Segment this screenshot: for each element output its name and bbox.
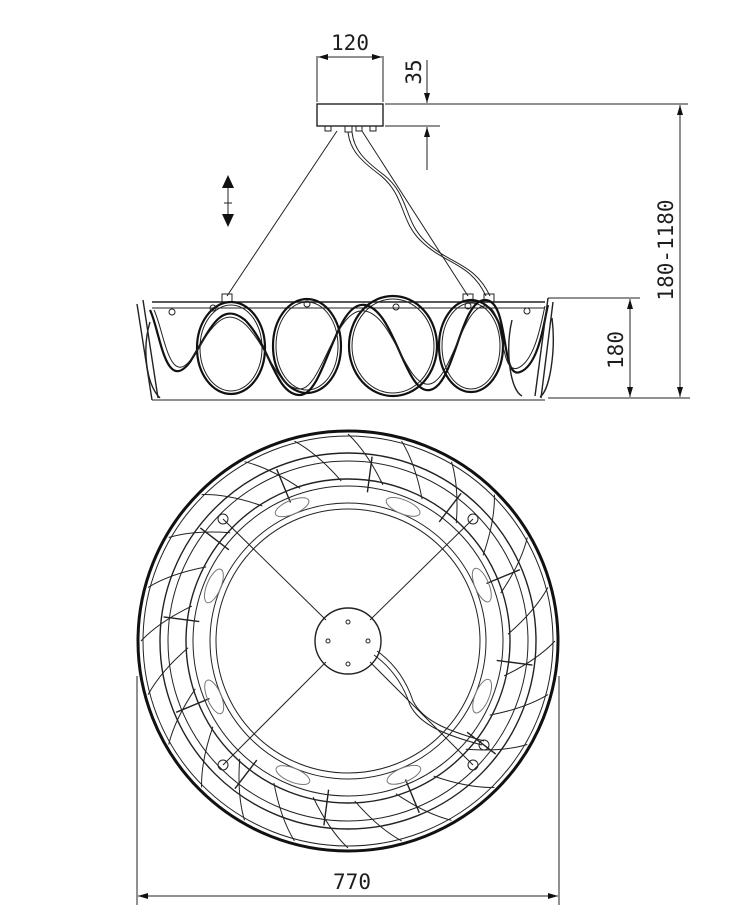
ring-blades (140, 433, 556, 849)
ring-blade (500, 537, 528, 594)
ring-blade (201, 726, 214, 788)
canopy-top (314, 607, 382, 675)
ring-blade (312, 796, 349, 849)
suspension-spokes (217, 513, 490, 771)
top-plan-view: 770 (136, 429, 560, 905)
ring-blade (395, 793, 452, 821)
side-elevation-view: 120 35 (136, 31, 690, 401)
dim-label-total-height: 180-1180 (654, 199, 678, 300)
side-rings (168, 294, 531, 398)
dim-label-body-height: 180 (604, 331, 628, 369)
ring-bracket (438, 492, 462, 523)
ring-bracket (175, 697, 210, 713)
ring-blade (168, 688, 196, 745)
ring-blade (503, 640, 556, 677)
ring-blade (244, 461, 301, 489)
dimension-canopy-width: 120 (316, 31, 384, 102)
ring-plate (275, 765, 311, 786)
ring-bracket (234, 759, 258, 790)
ring-blade (294, 440, 342, 482)
ring-blade (451, 461, 458, 524)
ring-blade (147, 566, 207, 588)
dim-label-canopy-height: 35 (402, 59, 426, 84)
ring-blade (201, 494, 263, 507)
canopy-fittings (324, 125, 377, 133)
ring-blade (489, 694, 549, 716)
dimension-canopy-height: 35 (385, 59, 688, 170)
ring-blade (347, 433, 384, 486)
ring-plate (385, 496, 421, 517)
ring-bracket (466, 731, 497, 755)
ring-bracket (366, 456, 373, 493)
ring-plate (203, 568, 224, 604)
ring-bracket (496, 659, 533, 666)
wavy-ribbon (136, 297, 554, 401)
dim-label-canopy-width: 120 (331, 31, 369, 55)
ring-plate (471, 567, 492, 603)
ring-blade (354, 800, 402, 842)
canopy (316, 103, 384, 127)
ring-blade (168, 531, 231, 538)
ring-bracket (163, 616, 200, 623)
ring-blade (465, 744, 528, 751)
ring-bracket (323, 789, 330, 826)
ring-plate (386, 764, 422, 785)
outer-ring (136, 429, 560, 853)
ring-plate (204, 679, 225, 715)
ring-blade (401, 440, 423, 500)
ring-blade (147, 647, 189, 695)
ring-blade (273, 782, 295, 842)
ring-bracket (486, 569, 521, 585)
ring-blade (433, 775, 495, 788)
ring-blade (507, 587, 549, 635)
ring-bracket (404, 779, 420, 814)
power-cable (373, 650, 485, 746)
ring-bracket (276, 468, 292, 503)
dim-label-diameter: 770 (333, 870, 371, 894)
ring-plate (472, 678, 493, 714)
dimension-diameter: 770 (136, 676, 560, 905)
dimension-total-height: 180-1180 (548, 105, 690, 399)
dimension-body-height: 180 (548, 297, 640, 399)
suspension-cables (226, 130, 491, 297)
ring-blade (140, 605, 193, 642)
ring-blade (238, 758, 245, 821)
ring-blade (482, 494, 495, 556)
ring-plate (274, 497, 310, 518)
ring-bracket (199, 527, 230, 551)
adjustable-length-icon (222, 175, 234, 227)
